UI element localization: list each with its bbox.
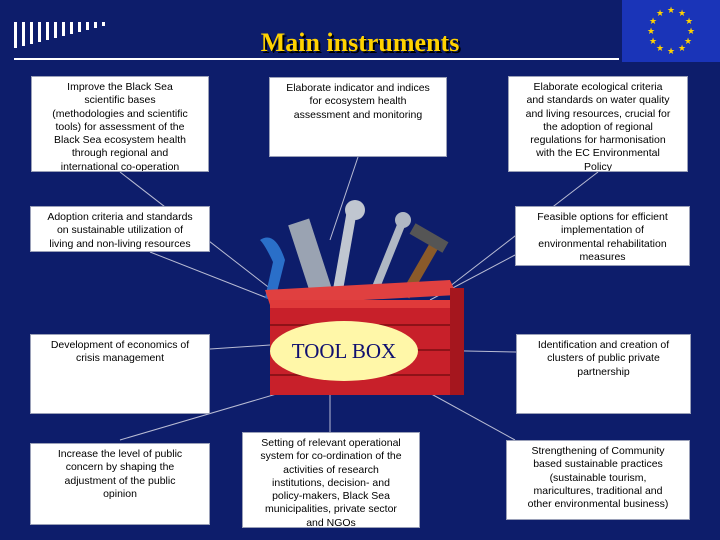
callout-text: Elaborate indicator and indices for ecos… [286,82,430,121]
callout-text: Development of economics of crisis manag… [50,339,190,365]
callout-text: Increase the level of public concern by … [57,448,183,500]
svg-text:★: ★ [678,44,686,54]
callout-box-indicators: Elaborate indicator and indices for ecos… [269,77,447,157]
callout-text: Elaborate ecological criteria and standa… [525,81,671,172]
callout-text: Setting of relevant operational system f… [260,437,402,528]
svg-text:★: ★ [649,37,657,47]
callout-text: Strengthening of Community based sustain… [527,445,669,511]
svg-text:★: ★ [684,37,692,47]
callout-text: Adoption criteria and standards on susta… [47,211,193,250]
svg-text:★: ★ [685,17,693,27]
svg-text:★: ★ [656,44,664,54]
callout-box-ecological-criteria: Elaborate ecological criteria and standa… [508,76,688,172]
callout-box-feasible-options: Feasible options for efficient implement… [515,206,690,266]
svg-text:★: ★ [649,17,657,27]
toolbox-label: TOOL BOX [270,321,418,381]
callout-box-public-private: Identification and creation of clusters … [516,334,691,414]
callout-box-operational-system: Setting of relevant operational system f… [242,432,420,528]
callout-box-public-concern: Increase the level of public concern by … [30,443,210,525]
svg-text:★: ★ [647,27,655,37]
svg-text:★: ★ [667,47,675,57]
callout-text: Identification and creation of clusters … [537,339,670,378]
callout-text: Improve the Black Sea scientific bases (… [52,81,188,172]
callout-box-crisis-management: Development of economics of crisis manag… [30,334,210,414]
title-underline [14,58,619,60]
eu-flag-icon: ★★★ ★★★ ★★★ ★★★ [622,0,720,62]
svg-text:★: ★ [687,27,695,37]
callout-box-community-practices: Strengthening of Community based sustain… [506,440,690,520]
callout-text: Feasible options for efficient implement… [537,211,668,263]
svg-text:★: ★ [667,6,675,16]
callout-box-adoption-criteria: Adoption criteria and standards on susta… [30,206,210,252]
svg-text:★: ★ [678,9,686,19]
decorative-ticks [14,22,105,48]
svg-text:★: ★ [656,9,664,19]
callout-box-scientific-bases: Improve the Black Sea scientific bases (… [31,76,209,172]
slide-title: Main instruments [260,28,460,57]
